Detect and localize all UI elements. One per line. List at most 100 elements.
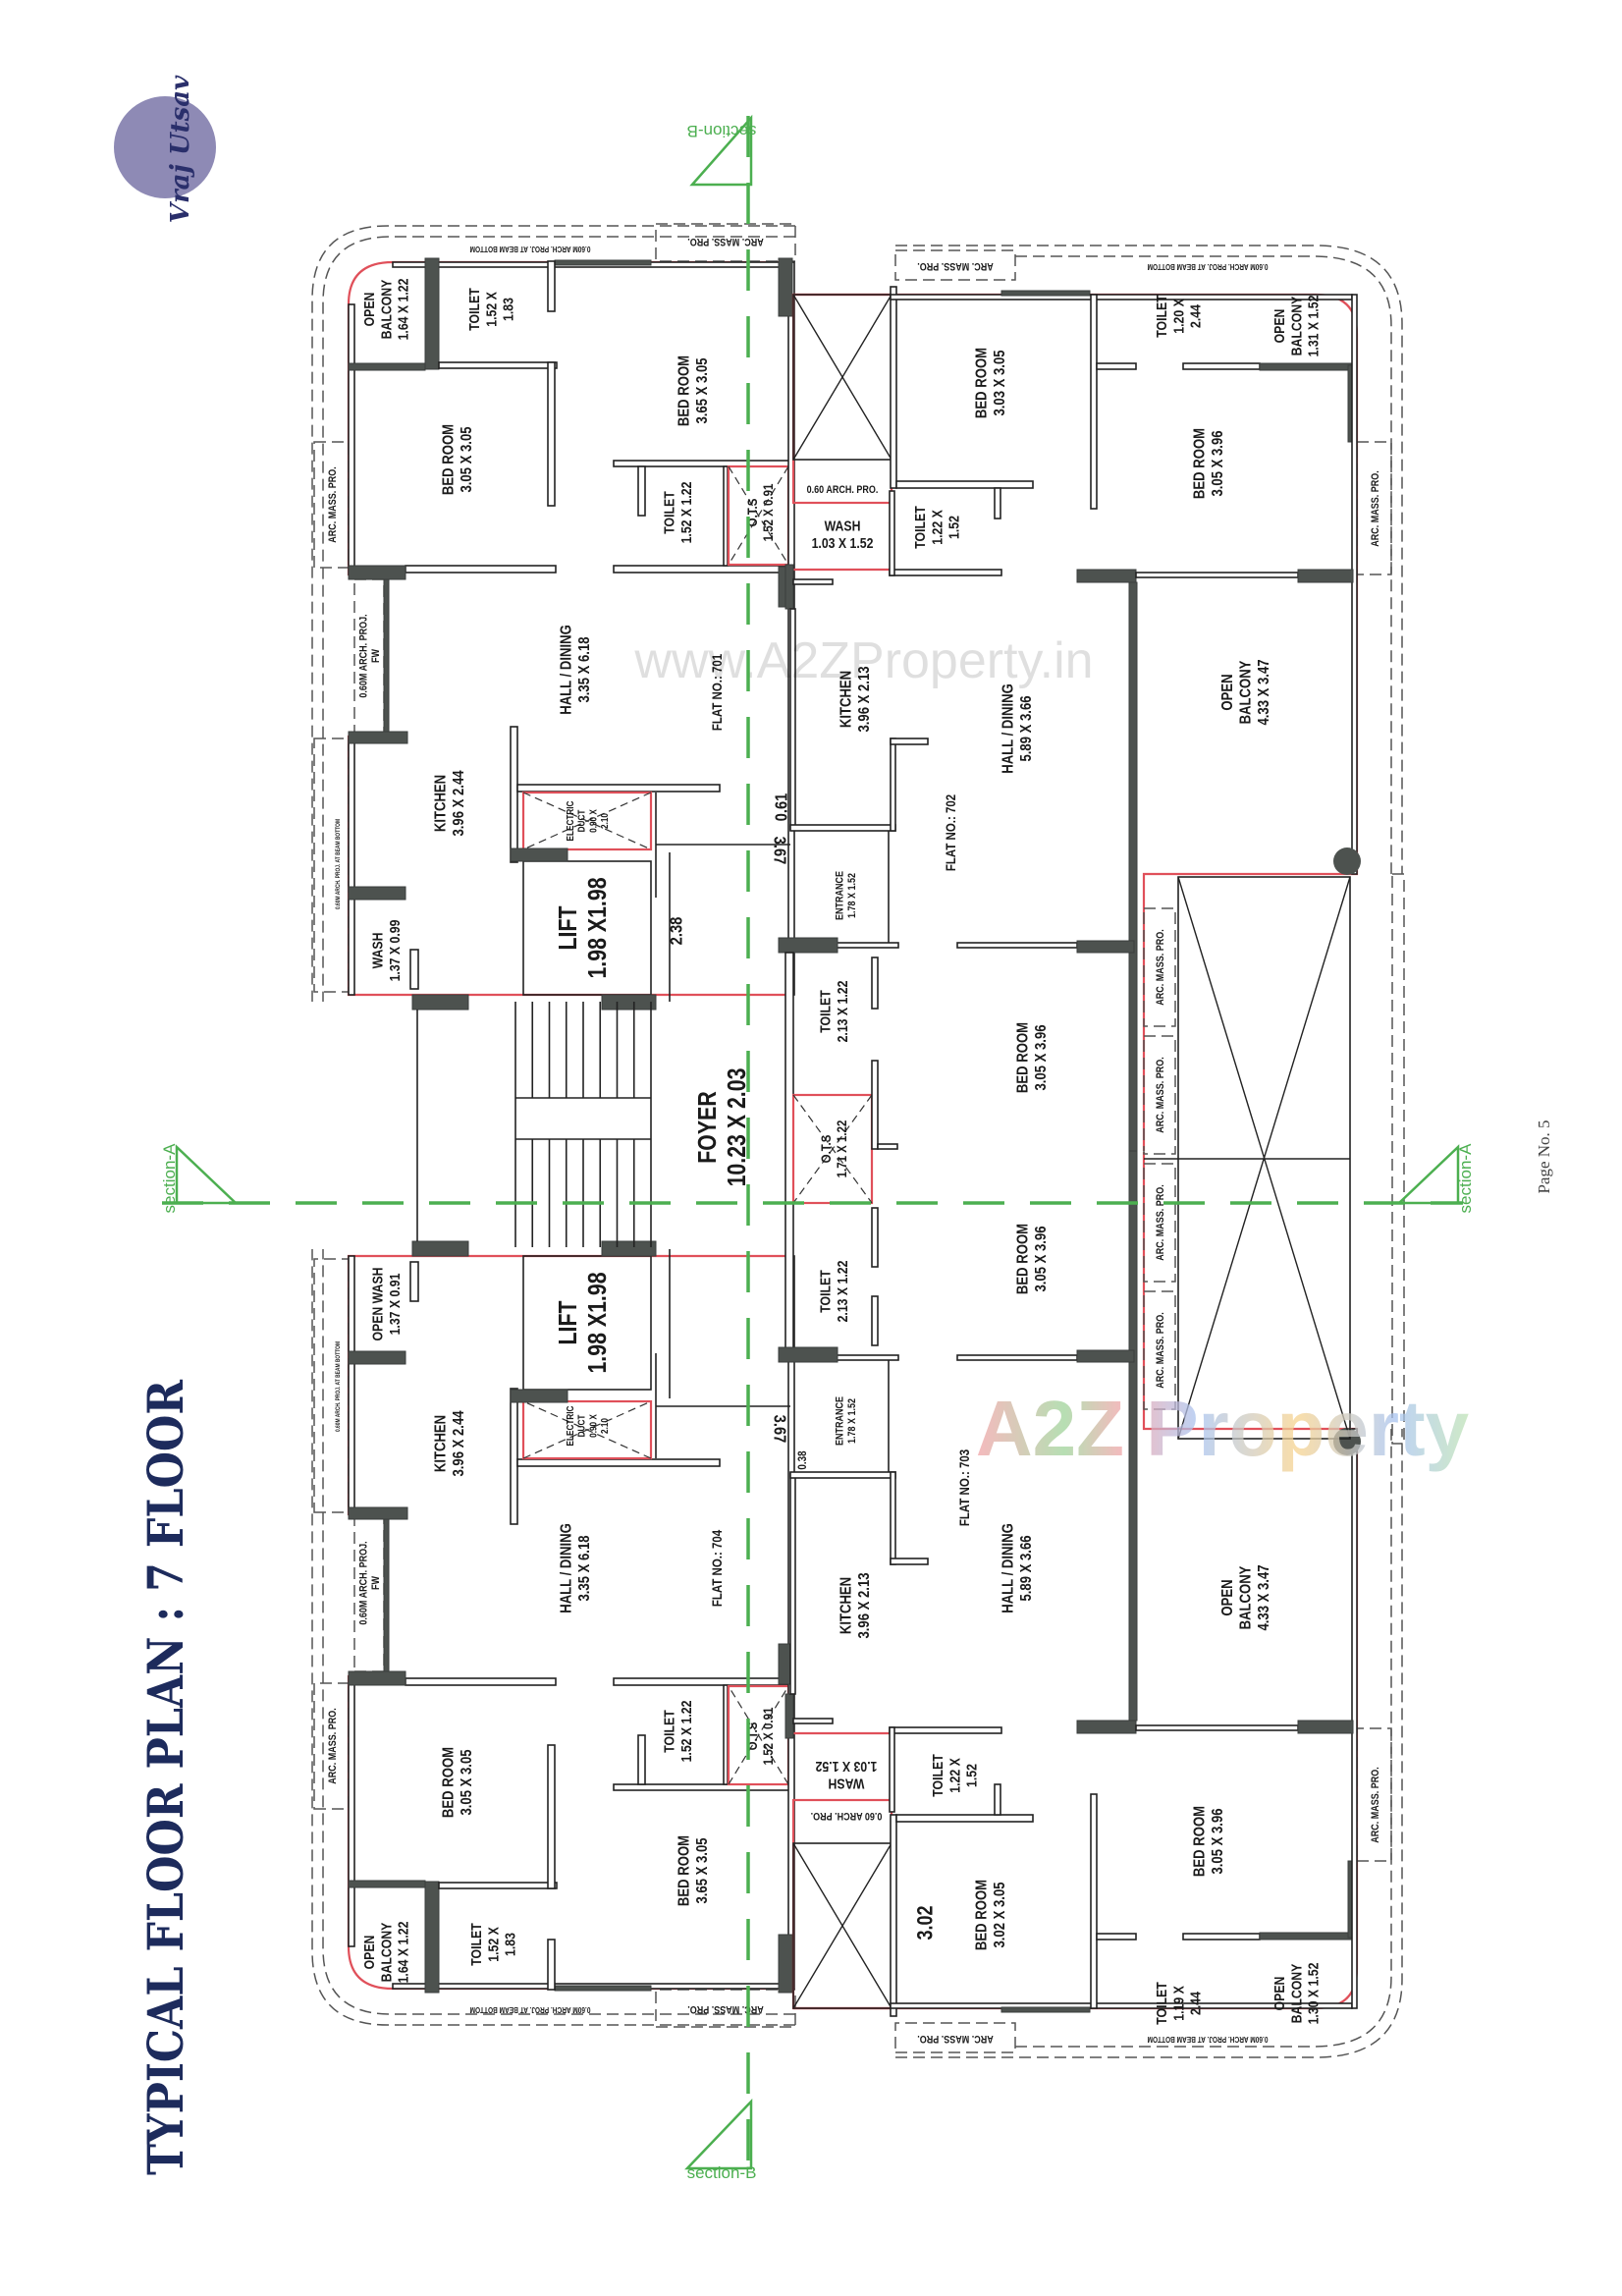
label-line: 3.05 X 3.96 (1210, 1808, 1226, 1874)
label-line: 1.22 X (929, 509, 945, 544)
label-line: 1.52 (946, 516, 961, 539)
label-line: FOYER (693, 1091, 723, 1163)
label-line: OPEN WASH (369, 1267, 385, 1340)
label-line: BALCONY (1237, 1565, 1254, 1629)
label-line: FLAT NO.: 701 (709, 654, 725, 731)
watermark-url: www.A2ZProperty.in (633, 632, 1093, 689)
flat-701-walls (310, 222, 797, 1011)
label-line: 1.03 X 1.52 (815, 1759, 877, 1775)
foyer-toilets (778, 937, 898, 1363)
flat-702-walls (784, 244, 1404, 1154)
label-line: 2.13 X 1.22 (835, 1260, 850, 1322)
section-a-left-marker (175, 1144, 240, 1205)
annotations-arc-mass-label: ARC. MASS. PRO. (327, 466, 339, 543)
label-line: 0.60M ARCH. PROJ. AT BEAM BOTTOM (336, 819, 343, 909)
label-line: 4.33 X 3.47 (1256, 659, 1272, 725)
label-line: OPEN (1219, 1579, 1236, 1615)
label-line: 0.90 X (588, 1414, 599, 1438)
label-line: 3.67 (770, 837, 789, 865)
label-line: TOILET (661, 491, 676, 534)
flat-704-open-balcony-label: OPENBALCONY1.64 X 1.22 (361, 1921, 411, 1983)
section-a-left-label: section-A (160, 1143, 179, 1214)
flat-701-open-balcony-label: OPENBALCONY1.64 X 1.22 (361, 278, 411, 340)
label-line: WASH (829, 1776, 865, 1791)
label-line: ARC. MASS. PRO. (1155, 1057, 1166, 1133)
label-line: HALL / DINING (1000, 1523, 1016, 1613)
label-line: BALCONY (378, 280, 394, 340)
label-line: 1.52 X 1.22 (678, 1700, 694, 1762)
core-dim-061-label: 0.61 (772, 793, 791, 822)
label-line: OPEN (1271, 309, 1287, 344)
label-line: O.T.S (818, 1134, 834, 1163)
flat-703-bedroom-c-label: BED ROOM3.05 X 3.96 (1014, 1224, 1050, 1294)
annotations-arc-mass-label: ARC. MASS. PRO. (1155, 1184, 1166, 1261)
label-line: BALCONY (1237, 660, 1254, 724)
label-line: 3.96 X 2.44 (451, 1410, 467, 1477)
flat-701-kitchen-label: KITCHEN3.96 X 2.44 (432, 770, 467, 837)
label-line: 1.98 X1.98 (583, 1272, 613, 1373)
label-line: 3.35 X 6.18 (576, 636, 593, 702)
label-line: BALCONY (1288, 1964, 1304, 2024)
core-lift-lower-label: LIFT1.98 X1.98 (554, 1272, 612, 1373)
flat-703-bedroom-b-label: BED ROOM3.05 X 3.96 (1191, 1806, 1226, 1877)
label-line: 2.10 (599, 813, 610, 829)
label-line: BED ROOM (1014, 1022, 1031, 1093)
annotations-beam-proj-label: 0.60M ARCH. PROJ. AT BEAM BOTTOM (336, 819, 343, 909)
label-line: TOILET (661, 1710, 676, 1753)
flat-701-hall-label: HALL / DINING3.35 X 6.18 (558, 625, 593, 715)
flat-702-kitchen-label: KITCHEN3.96 X 2.13 (838, 666, 873, 732)
label-line: 1.31 X 1.52 (1305, 295, 1321, 356)
annotations-beam-proj-label: 0.60M ARCH. PROJ. AT BEAM BOTTOM (1148, 2035, 1269, 2045)
flat-702-bedroom-b-label: BED ROOM3.05 X 3.96 (1191, 428, 1226, 499)
flat-702-arch-pro-label: 0.60 ARCH. PRO. (807, 484, 879, 496)
label-line: 0.60 ARCH. PRO. (810, 1810, 882, 1822)
label-line: 3.96 X 2.44 (451, 770, 467, 837)
label-line: ARC. MASS. PRO. (917, 2033, 994, 2045)
label-line: 3.05 X 3.05 (459, 426, 475, 492)
label-line: 1.52 (963, 1764, 979, 1787)
flat-704-arch-proj-label: 0.60M ARCH. PROJ.FW (358, 1541, 383, 1624)
label-line: LIFT (554, 905, 583, 950)
core-foyer-label: FOYER10.23 X 2.03 (693, 1068, 751, 1187)
label-line: ENTRANCE (835, 871, 846, 920)
annotations-arc-mass-label: ARC. MASS. PRO. (687, 2003, 764, 2015)
label-line: 1.22 X (946, 1757, 962, 1792)
label-line: ELECTRIC (565, 1405, 575, 1446)
label-line: ARC. MASS. PRO. (1370, 1767, 1381, 1843)
annotations-arc-mass-label: ARC. MASS. PRO. (917, 260, 994, 272)
flat-704-kitchen-label: KITCHEN3.96 X 2.44 (432, 1410, 467, 1477)
label-line: HALL / DINING (558, 625, 574, 715)
flat-703-toilet-a-label: TOILET1.19 X2.44 (1154, 1982, 1204, 2025)
label-line: KITCHEN (432, 775, 449, 832)
label-line: ARC. MASS. PRO. (327, 466, 339, 543)
flat-703-arch-pro-label: 0.60 ARCH. PRO. (810, 1810, 882, 1822)
annotations-arc-mass-label: ARC. MASS. PRO. (687, 236, 764, 247)
label-line: 1.64 X 1.22 (395, 1921, 410, 1983)
section-a-right-marker (1395, 1144, 1460, 1205)
flat-704-bedroom-b-label: BED ROOM3.65 X 3.05 (676, 1835, 711, 1906)
label-line: 0.60M ARCH. PROJ. AT BEAM BOTTOM (336, 1341, 343, 1432)
label-line: TOILET (817, 1270, 833, 1313)
staircase (416, 1002, 652, 1247)
annotations-arc-mass-label: ARC. MASS. PRO. (1155, 1057, 1166, 1133)
core-dim-038-label: 0.38 (796, 1450, 809, 1469)
label-line: ARC. MASS. PRO. (687, 2003, 764, 2015)
label-line: 3.05 X 3.96 (1033, 1024, 1050, 1090)
label-line: HALL / DINING (1000, 683, 1016, 774)
label-line: 3.96 X 2.13 (856, 666, 873, 732)
label-line: 2.38 (667, 917, 686, 946)
flat-701-flat-no-label: FLAT NO.: 701 (709, 654, 725, 731)
label-line: ARC. MASS. PRO. (327, 1708, 339, 1784)
label-line: WASH (825, 518, 861, 533)
flat-704-electric-duct-label: ELECTRICDUCT0.90 X2.10 (565, 1405, 610, 1446)
label-line: 2.13 X 1.22 (835, 980, 850, 1042)
label-line: 1.78 X 1.52 (846, 1398, 858, 1444)
label-line: DUCT (576, 809, 587, 832)
label-line: 5.89 X 3.66 (1018, 695, 1035, 761)
annotations-beam-proj-label: 0.60M ARCH. PROJ. AT BEAM BOTTOM (470, 245, 591, 254)
flat-702-hall-label: HALL / DINING5.89 X 3.66 (1000, 683, 1035, 774)
label-line: FW (370, 649, 382, 663)
label-line: 1.52 X (485, 1926, 501, 1961)
